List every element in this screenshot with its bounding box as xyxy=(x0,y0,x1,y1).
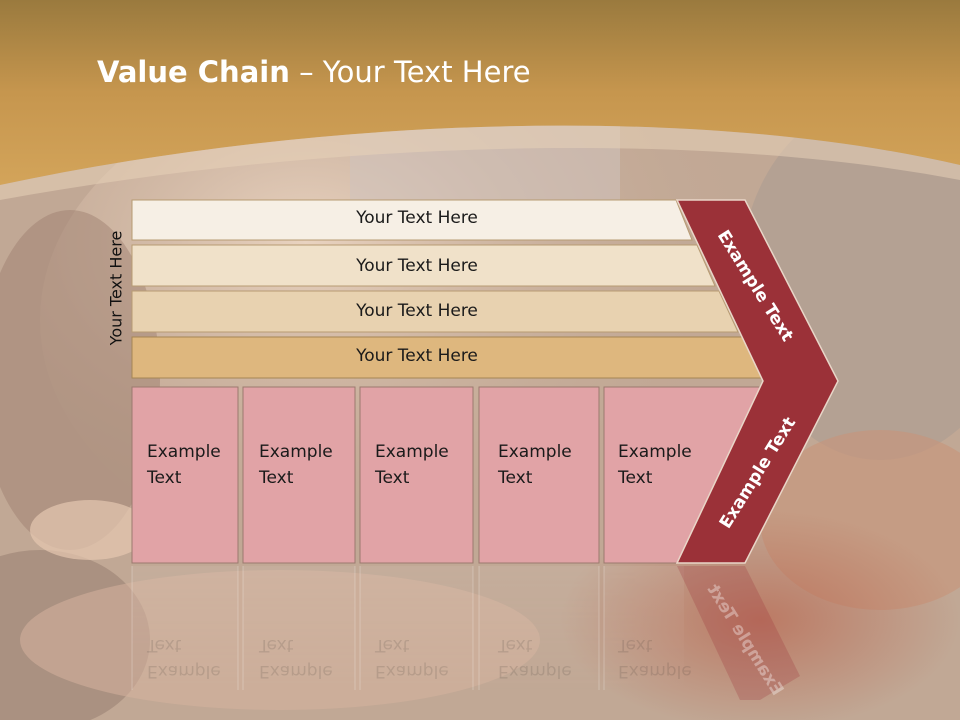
bar-3-shape xyxy=(131,290,739,333)
bar-3-label: Your Text Here xyxy=(356,301,478,321)
side-label: Your Text Here xyxy=(106,230,126,346)
cell-3-reflection: Example Text xyxy=(375,635,449,681)
cell-2-reflection: Example Text xyxy=(259,635,333,681)
bar-1-shape xyxy=(131,199,693,241)
cell-5-label: Example Text xyxy=(618,442,692,488)
cell-4-shape xyxy=(478,386,600,564)
cell-1-shape xyxy=(131,386,239,564)
cell-3-label: Example Text xyxy=(375,442,449,488)
title-bold: Value Chain xyxy=(97,55,290,89)
cell-4-reflection: Example Text xyxy=(498,635,572,681)
bar-2-shape xyxy=(131,244,716,287)
cell-4-label: Example Text xyxy=(498,442,572,488)
cell-2-shape xyxy=(242,386,356,564)
chevron-shape xyxy=(675,199,839,564)
cell-1-reflection: Example Text xyxy=(147,635,221,681)
cell-1-label: Example Text xyxy=(147,442,221,488)
bar-4-label: Your Text Here xyxy=(356,346,478,366)
cell-3-shape xyxy=(359,386,474,564)
bar-2-label: Your Text Here xyxy=(356,256,478,276)
cell-5-reflection: Example Text xyxy=(618,635,692,681)
cell-2-label: Example Text xyxy=(259,442,333,488)
slide-title: Value Chain – Your Text Here xyxy=(97,55,531,89)
title-rest: – Your Text Here xyxy=(289,55,531,89)
bar-1-label: Your Text Here xyxy=(356,208,478,228)
